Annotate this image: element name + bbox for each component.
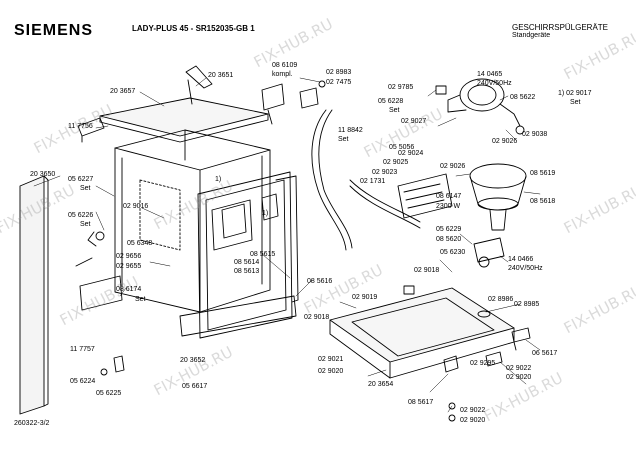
- part-number-label: 08 5614: [234, 259, 260, 266]
- part-number-label: 02 7475: [326, 79, 352, 86]
- part-number-label: 05 6230: [440, 249, 466, 256]
- document-number: 260322-3/2: [14, 420, 50, 427]
- circulation-pump: [435, 78, 525, 135]
- part-number-label: 02 9026: [492, 138, 518, 145]
- part-number-label: 08 6174: [116, 286, 142, 293]
- part-number-label: 11 7756: [68, 123, 93, 130]
- part-number-label: 02 9022: [460, 407, 486, 414]
- part-number-label: 02 9026: [440, 163, 466, 170]
- heater-element: [397, 173, 453, 219]
- kick-plate: [179, 295, 297, 337]
- rear-bracket: [77, 117, 105, 143]
- part-number-label: 02 9025: [383, 159, 409, 166]
- part-number-label: 08 6109: [272, 62, 298, 69]
- part-number-label: 1): [262, 210, 269, 217]
- part-number-label: 08 5622: [510, 94, 536, 101]
- part-number-label: Set: [570, 99, 581, 106]
- part-number-label: 14 0466: [508, 256, 534, 263]
- part-number-label: 02 9020: [460, 417, 486, 424]
- cabinet-frame: [114, 129, 271, 313]
- part-number-label: 08 5617: [408, 399, 434, 406]
- part-number-label: 05 6228: [378, 98, 404, 105]
- door-assembly: [197, 171, 299, 339]
- part-number-label: 240V/50Hz: [477, 80, 512, 87]
- part-number-label: 02 9024: [398, 150, 424, 157]
- part-number-label: 1) 02 9017: [558, 90, 592, 97]
- part-number-label: Set: [80, 185, 91, 192]
- part-number-label: 05 6225: [96, 390, 122, 397]
- part-number-label: 02 9018: [414, 267, 440, 274]
- part-number-label: 1): [215, 176, 222, 183]
- part-number-label: 02 9656: [116, 253, 142, 260]
- part-number-label: 08 5615: [250, 251, 276, 258]
- part-number-label: 02 9023: [372, 169, 398, 176]
- brand-logo: SIEMENS: [14, 22, 94, 39]
- part-number-label: kompl.: [272, 71, 293, 78]
- part-number-label: 02 8986: [488, 296, 514, 303]
- part-number-label: 20 3650: [30, 171, 56, 178]
- part-number-label: 02 9020: [318, 368, 344, 375]
- part-number-label: 05 5056: [389, 144, 415, 151]
- part-number-label: 08 5618: [530, 198, 556, 205]
- part-number-label: 240V/50Hz: [508, 265, 543, 272]
- part-number-label: 05 6227: [68, 176, 94, 183]
- part-number-label: 20 3651: [208, 72, 234, 79]
- part-number-label: 02 9027: [401, 118, 427, 125]
- part-number-label: 20 3652: [180, 357, 206, 364]
- part-number-label: 2300 W: [436, 203, 461, 210]
- hoses: [311, 109, 421, 251]
- part-number-label: Set: [135, 296, 146, 303]
- part-number-label: 05 6348: [127, 240, 153, 247]
- part-number-label: 08 6147: [436, 193, 462, 200]
- inlet-valve: [261, 80, 326, 125]
- part-number-label: 08 5613: [234, 268, 260, 275]
- part-number-label: 02 9785: [388, 84, 414, 91]
- part-number-label: 02 9018: [304, 314, 330, 321]
- part-number-label: 08 5619: [530, 170, 556, 177]
- part-number-label: Set: [338, 136, 349, 143]
- side-panel: [19, 175, 49, 415]
- part-number-label: Set: [80, 221, 91, 228]
- part-number-label: 02 9021: [318, 356, 344, 363]
- part-number-label: 08 5616: [307, 278, 333, 285]
- appliance-subcategory: Standgeräte: [512, 32, 551, 39]
- part-number-label: 05 6226: [68, 212, 94, 219]
- appliance-category: GESCHIRRSPÜLGERÄTE: [512, 23, 609, 32]
- part-number-label: 02 9020: [506, 374, 532, 381]
- part-number-label: 02 9038: [522, 131, 548, 138]
- part-number-label: 08 5620: [436, 236, 462, 243]
- drain-pump: [473, 237, 505, 268]
- part-number-label: 11 8842: [338, 127, 363, 134]
- part-number-label: 02 8985: [514, 301, 540, 308]
- part-number-label: 05 6229: [436, 226, 462, 233]
- part-number-label: 05 6617: [182, 383, 208, 390]
- part-number-label: 02 8983: [326, 69, 352, 76]
- part-number-label: 02 9019: [352, 294, 378, 301]
- part-number-label: 02 1731: [360, 178, 386, 185]
- part-number-label: 20 3657: [110, 88, 136, 95]
- part-number-label: 02 9655: [116, 263, 142, 270]
- cabinet-top-panel: [99, 65, 269, 143]
- part-number-label: 06 5617: [532, 350, 558, 357]
- sump-filter: [469, 163, 527, 231]
- part-number-label: Set: [389, 107, 400, 114]
- leader-lines: [33, 77, 541, 413]
- part-number-label: 14 0465: [477, 71, 503, 78]
- part-number-label: 05 6224: [70, 378, 96, 385]
- float-switch-parts: [403, 285, 531, 422]
- model-number: LADY-PLUS 45 - SR152035-GB 1: [132, 24, 255, 33]
- part-number-label: 20 3654: [368, 381, 394, 388]
- part-number-label: 02 9016: [123, 203, 149, 210]
- part-number-label: 11 7757: [70, 346, 95, 353]
- part-number-label: 02 9295: [470, 360, 496, 367]
- hinge-parts: [75, 231, 125, 376]
- part-number-label: 02 9022: [506, 365, 532, 372]
